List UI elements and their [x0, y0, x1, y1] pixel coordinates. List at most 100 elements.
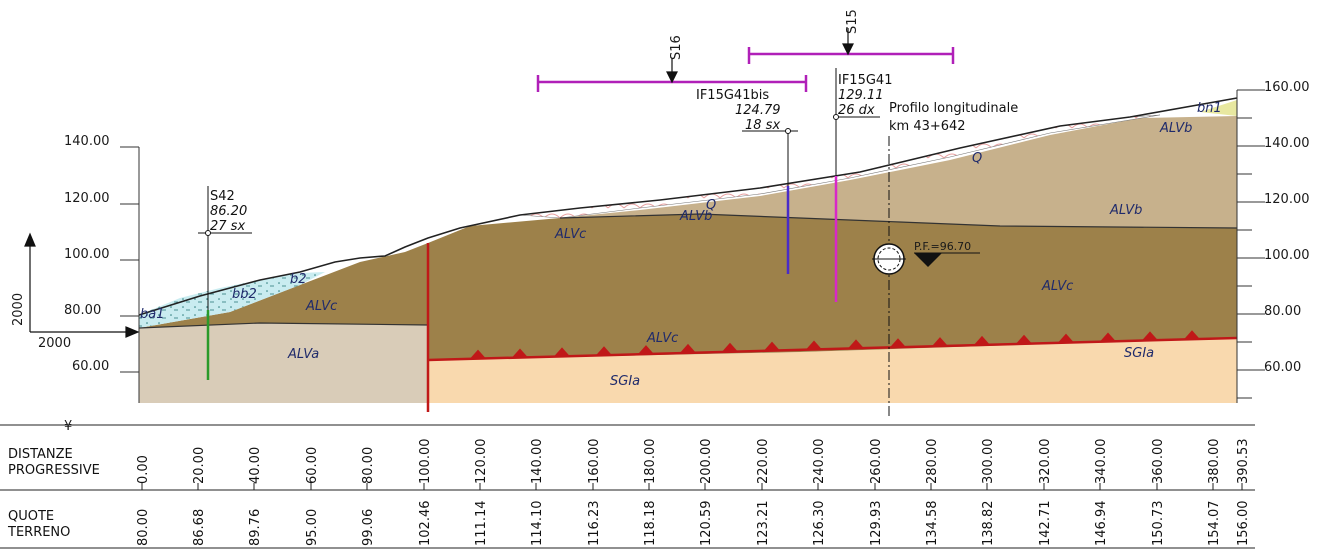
thrust-teeth — [470, 330, 1200, 359]
unit-label-alvb-left: ALVb — [679, 209, 712, 224]
unit-b2-pattern — [139, 272, 325, 328]
distance-header-line1: DISTANZE — [8, 447, 73, 462]
elevation-value: 114.10 — [530, 501, 545, 547]
ground-surface-line — [138, 97, 1238, 316]
borehole-s42-id: S42 — [210, 189, 235, 204]
left-elevation-axis — [120, 146, 140, 403]
distance-value: 120.00 — [474, 439, 489, 485]
elevation-value: 129.93 — [869, 501, 884, 547]
table-grid — [0, 424, 1255, 549]
distance-value: 0.00 — [136, 455, 151, 484]
thrust-tooth — [596, 346, 612, 356]
section-arrow-s15 — [842, 28, 854, 56]
borehole-if15g41bis-offset: 18 sx — [745, 118, 780, 133]
unit-label-alvc-top: ALVc — [554, 227, 586, 242]
distance-value: 280.00 — [925, 439, 940, 485]
distance-value: 60.00 — [305, 447, 320, 484]
section-label-s15: S15 — [845, 9, 860, 34]
borehole-s42-elevation: 86.20 — [210, 204, 247, 219]
distance-value: 180.00 — [643, 439, 658, 485]
unit-alva-fill — [139, 323, 428, 403]
borehole-if15g41bis-id: IF15G41bis — [696, 88, 769, 103]
unit-label-b2: b2 — [290, 272, 307, 287]
thrust-tooth — [974, 335, 990, 345]
thrust-tooth — [1142, 331, 1158, 341]
distance-value: 220.00 — [756, 439, 771, 485]
unit-label-sgia-left: SGIa — [610, 374, 640, 389]
elevation-value: 102.46 — [418, 501, 433, 547]
unit-label-sgia-right: SGIa — [1124, 346, 1154, 361]
thrust-tooth — [680, 343, 696, 353]
profile-title-line1: Profilo longitudinale — [889, 101, 1018, 116]
vertical-scale-label: 2000 — [11, 293, 26, 326]
thrust-tooth — [722, 342, 738, 352]
distance-value: 390.53 — [1236, 439, 1251, 485]
borehole-if15g41bis-elevation: 124.79 — [735, 103, 781, 118]
elevation-value: 150.73 — [1151, 501, 1166, 547]
tunnel-level-marker — [914, 252, 980, 267]
thrust-tooth — [890, 338, 906, 348]
unit-alvc-right-fill — [428, 214, 1237, 360]
right-elevation-axis — [1236, 89, 1265, 403]
section-line-s15 — [747, 47, 955, 64]
borehole-if15g41-head — [833, 114, 839, 120]
thrust-tooth — [1100, 332, 1116, 342]
profile-title-line2: km 43+642 — [889, 119, 966, 134]
thrust-tooth — [764, 341, 780, 351]
horizontal-scale-label: 2000 — [38, 336, 71, 351]
elevation-value: 99.06 — [361, 509, 376, 546]
section-label-s16: S16 — [669, 35, 684, 60]
unit-label-alvb-right: ALVb — [1159, 121, 1192, 136]
alvb-alvc-boundary — [559, 213, 1238, 229]
elev-label-right-100: 100.00 — [1264, 248, 1310, 263]
elevation-value: 156.00 — [1236, 501, 1251, 547]
borehole-if15g41-elevation: 129.11 — [838, 88, 884, 103]
elevation-value: 154.07 — [1207, 501, 1222, 547]
elev-label-right-140: 140.00 — [1264, 136, 1310, 151]
borehole-if15g41-id: IF15G41 — [838, 73, 892, 88]
elev-label-left-140: 140.00 — [64, 134, 110, 149]
elevation-value: 142.71 — [1038, 501, 1053, 547]
borehole-s42-offset: 27 sx — [210, 219, 245, 234]
elevation-value: 138.82 — [981, 501, 996, 547]
distance-value: 80.00 — [361, 447, 376, 484]
unit-label-alvc-left: ALVc — [305, 299, 337, 314]
elevation-value: 120.59 — [699, 501, 714, 547]
unit-alvc-left-fill — [139, 243, 428, 328]
elevation-value: 134.58 — [925, 501, 940, 547]
thrust-tooth — [1184, 330, 1200, 340]
elev-label-right-160: 160.00 — [1264, 80, 1310, 95]
distance-value: 240.00 — [812, 439, 827, 485]
distance-header-line2: PROGRESSIVE — [8, 463, 100, 478]
north-arrow-icon: ¥ — [64, 419, 72, 434]
unit-bn1-fill — [1200, 100, 1237, 116]
elevation-value: 116.23 — [587, 501, 602, 547]
distance-value: 160.00 — [587, 439, 602, 485]
elevation-value: 146.94 — [1094, 501, 1109, 547]
thrust-tooth — [638, 345, 654, 355]
borehole-if15g41bis-head — [785, 128, 791, 134]
distance-value: 320.00 — [1038, 439, 1053, 485]
distance-value: 200.00 — [699, 439, 714, 485]
elevation-value: 86.68 — [192, 509, 207, 546]
elev-label-right-120: 120.00 — [1264, 192, 1310, 207]
borehole-s42-head — [205, 230, 211, 236]
distance-value: 20.00 — [192, 447, 207, 484]
elevation-value: 89.76 — [248, 509, 263, 546]
elev-label-left-80: 80.00 — [64, 303, 101, 318]
elevation-value: 95.00 — [305, 509, 320, 546]
elev-label-right-60: 60.00 — [1264, 360, 1301, 375]
thrust-tooth — [1016, 334, 1032, 344]
scale-arrows — [24, 232, 140, 338]
elevation-value: 118.18 — [643, 501, 658, 547]
thrust-tooth — [554, 347, 570, 357]
unit-label-alvb-mid: ALVb — [1109, 203, 1142, 218]
unit-label-q-right: Q — [972, 151, 982, 166]
section-arrow-s16 — [666, 58, 678, 84]
thrust-tooth — [470, 349, 486, 359]
distance-value: 100.00 — [418, 439, 433, 485]
thrust-tooth — [806, 340, 822, 350]
distance-value: 300.00 — [981, 439, 996, 485]
borehole-if15g41-offset: 26 dx — [838, 103, 875, 118]
